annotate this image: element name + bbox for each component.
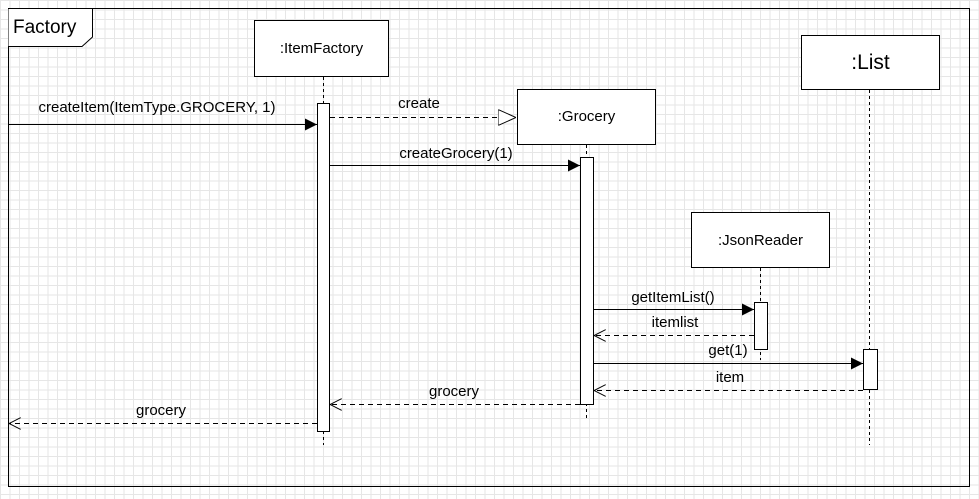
activation-item-factory: [317, 103, 330, 432]
activation-json-reader: [754, 302, 768, 350]
participant-list-label: :List: [851, 51, 890, 74]
participant-grocery-label: :Grocery: [558, 108, 616, 125]
message-get-label: get(1): [708, 342, 747, 359]
participant-item-factory-box: [254, 20, 389, 77]
message-item-return-label: item: [716, 369, 744, 386]
message-create-item-label: createItem(ItemType.GROCERY, 1): [38, 99, 275, 116]
message-itemlist-return-label: itemlist: [652, 314, 700, 331]
activation-grocery: [580, 157, 594, 405]
frame-border: [8, 8, 970, 487]
frame-label-box: [8, 8, 93, 47]
participant-json-reader-label: :JsonReader: [718, 232, 803, 249]
message-create-grocery-label: createGrocery(1): [399, 145, 512, 162]
participant-list-box: [801, 35, 940, 90]
participant-grocery-box: [517, 89, 656, 145]
participant-item-factory-label: :ItemFactory: [280, 40, 364, 57]
frame-title: Factory: [13, 17, 77, 38]
message-grocery-return-caller-label: grocery: [136, 402, 187, 419]
participant-json-reader-box: [691, 212, 830, 268]
message-grocery-return-factory-label: grocery: [429, 383, 480, 400]
message-get-item-list-label: getItemList(): [631, 289, 714, 306]
message-create-label: create: [398, 95, 440, 112]
activation-list: [863, 349, 878, 390]
